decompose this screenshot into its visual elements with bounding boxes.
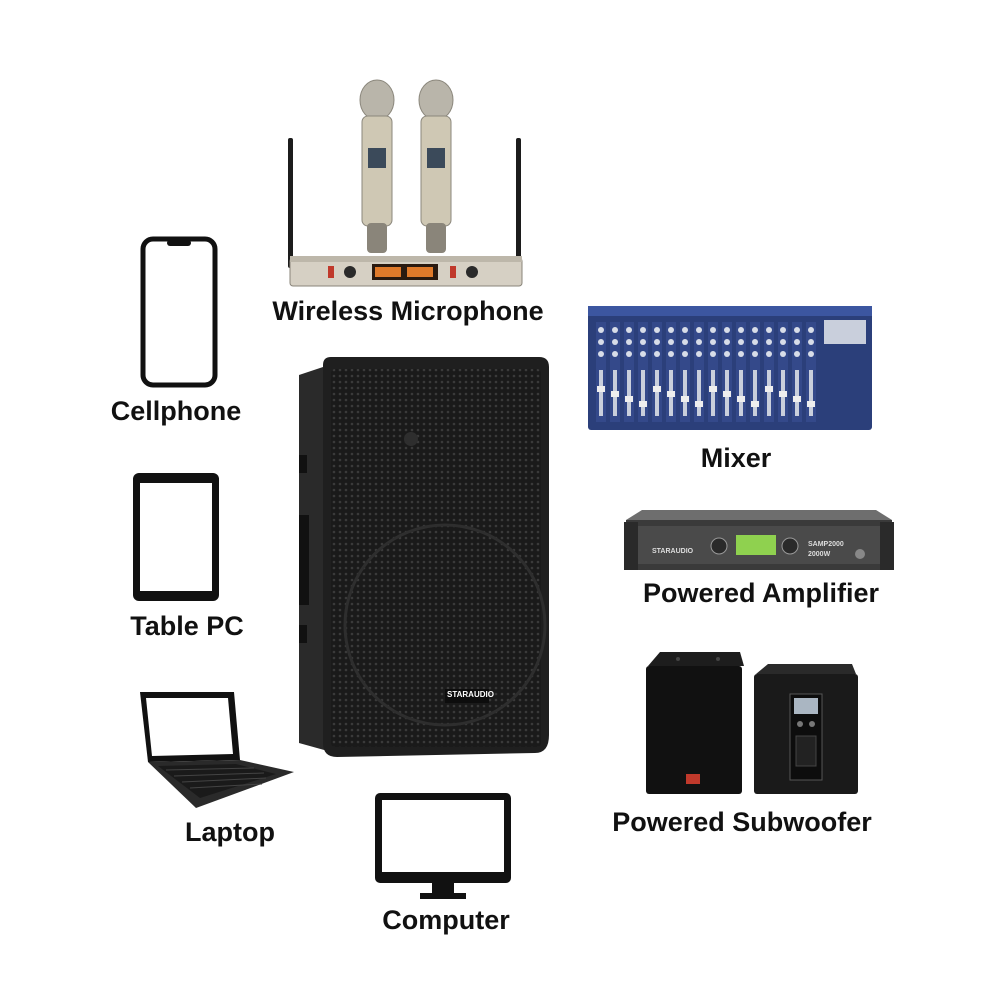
powered-amplifier-label: Powered Amplifier <box>642 578 880 608</box>
amplifier-model: SAMP2000 <box>808 541 844 548</box>
amplifier-logo: STARAUDIO <box>652 548 694 555</box>
laptop-label: Laptop <box>185 817 275 847</box>
wireless-microphone-label: Wireless Microphone <box>272 296 544 326</box>
speaker-image: STARAUDIO <box>295 355 551 760</box>
laptop-icon <box>136 688 296 812</box>
speaker-logo: STARAUDIO <box>447 690 494 699</box>
tablet-label: Table PC <box>130 611 244 641</box>
cellphone-icon <box>140 236 218 388</box>
mixer-image <box>588 306 872 430</box>
cellphone-label: Cellphone <box>110 396 242 426</box>
powered-subwoofer-label: Powered Subwoofer <box>612 807 872 837</box>
mixer-label: Mixer <box>700 443 772 473</box>
amplifier-power: 2000W <box>808 551 831 558</box>
powered-amplifier-image: STARAUDIO SAMP2000 2000W <box>624 508 894 572</box>
tablet-icon <box>130 470 222 604</box>
computer-label: Computer <box>382 905 510 935</box>
powered-subwoofer-image <box>644 650 860 798</box>
wireless-microphone-image <box>280 78 530 292</box>
computer-icon <box>372 790 514 908</box>
